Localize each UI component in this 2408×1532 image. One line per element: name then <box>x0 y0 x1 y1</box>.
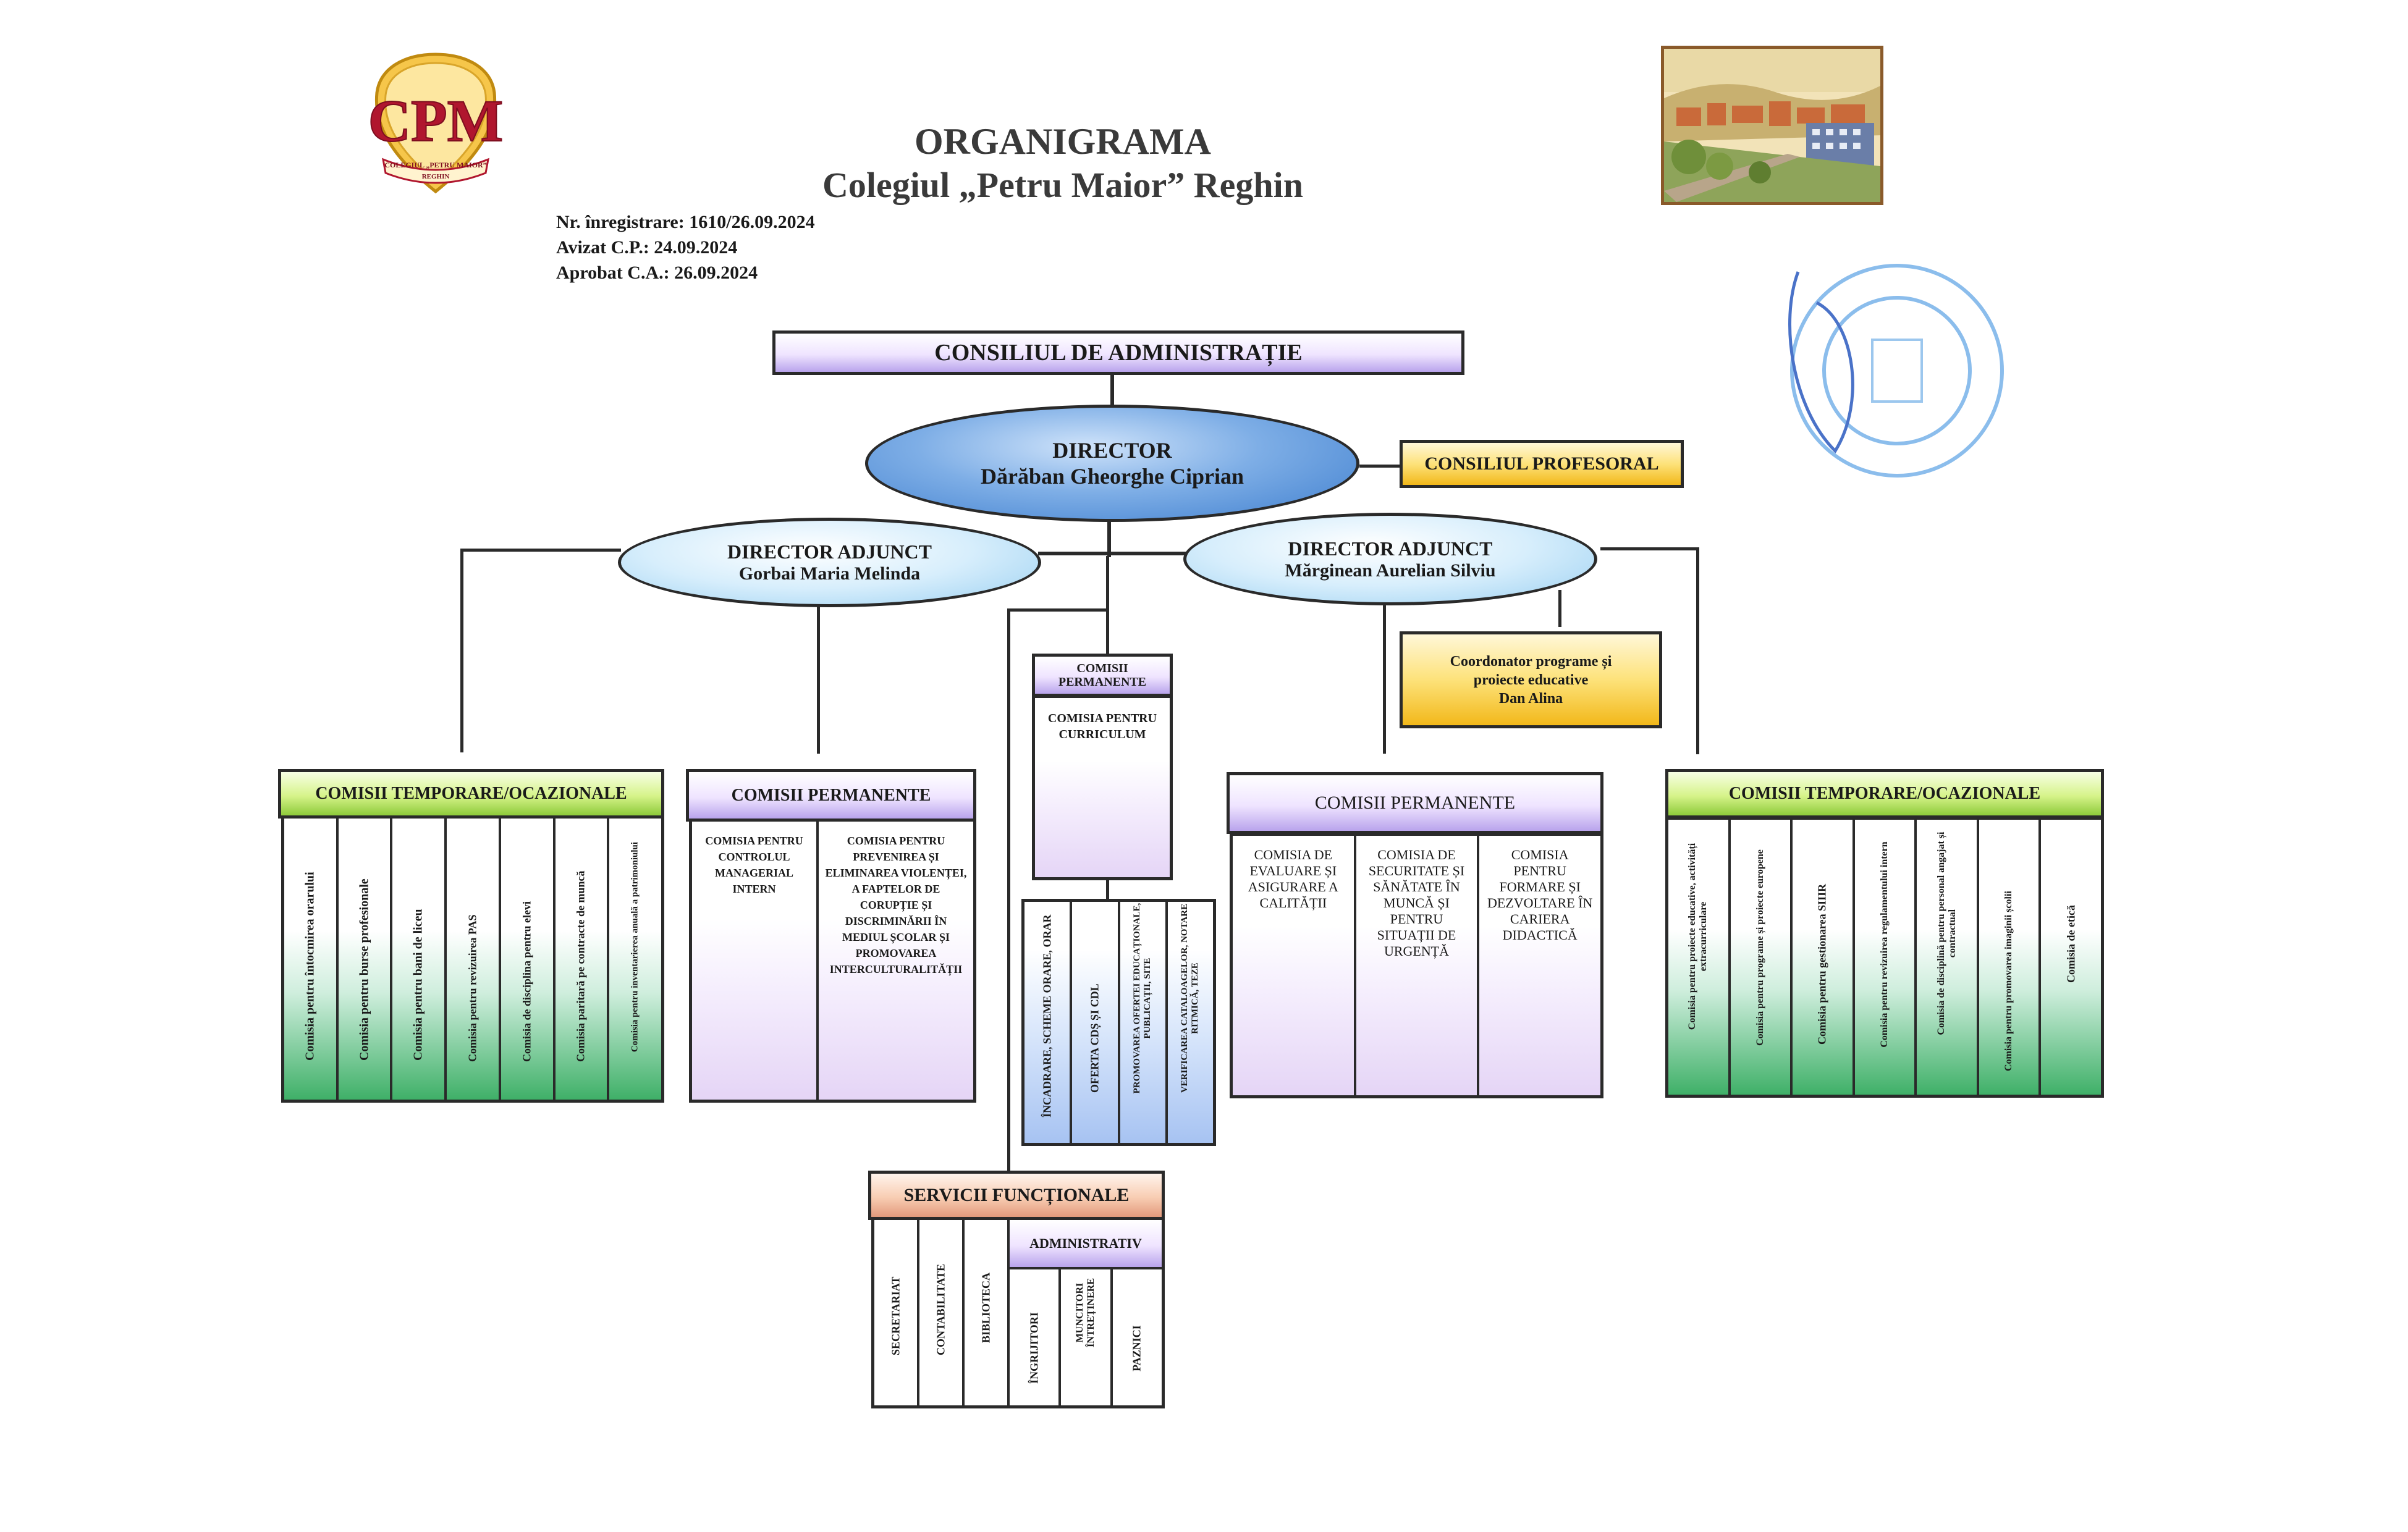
school-logo: CPM COLEGIUL „PETRU MAIOR” REGHIN <box>365 49 507 198</box>
perm-committees-center-header: COMISII PERMANENTE <box>1032 654 1173 697</box>
coordinator-name: Dan Alina <box>1498 690 1563 707</box>
committee-column: Comisia pentru proiecte educative, activ… <box>1668 820 1731 1095</box>
subcommittee-column: PROMOVAREA OFERTEI EDUCAȚIONALE, PUBLICA… <box>1120 902 1168 1143</box>
committee-column: Comisia pentru programe și proiecte euro… <box>1730 820 1793 1095</box>
perm-committees-right-panel: COMISIA DE EVALUARE ȘI ASIGURARE A CALIT… <box>1230 833 1603 1098</box>
subcommittee-column: ÎNCADRARE, SCHEME ORARE, ORAR <box>1024 902 1073 1143</box>
deputy-right-title: DIRECTOR ADJUNCT <box>1288 537 1493 560</box>
committee-column: Comisia pentru bani de liceu <box>392 819 447 1100</box>
committee-column: COMISIA PENTRU PREVENIREA ȘI ELIMINAREA … <box>819 822 973 1100</box>
director-title: DIRECTOR <box>1052 438 1172 463</box>
connector <box>1696 547 1699 754</box>
service-column: CONTABILITATE <box>919 1220 965 1405</box>
committee-column: Comisia de etică <box>2041 820 2102 1095</box>
committee-column: COMISIA DE EVALUARE ȘI ASIGURARE A CALIT… <box>1233 836 1356 1095</box>
avizat-date: Avizat C.P.: 24.09.2024 <box>556 237 738 258</box>
page-title: ORGANIGRAMA <box>915 121 1211 162</box>
curriculum-subcommittees-panel: ÎNCADRARE, SCHEME ORARE, ORAR OFERTA CDȘ… <box>1021 899 1216 1146</box>
connector <box>460 549 621 552</box>
aprobat-date: Aprobat C.A.: 26.09.2024 <box>556 263 758 283</box>
committee-column: Comisia pentru burse profesionale <box>338 819 393 1100</box>
curriculum-committee-label: COMISIA PENTRU CURRICULUM <box>1047 712 1157 741</box>
perm-committees-left-panel: COMISIA PENTRU CONTROLUL MANAGERIAL INTE… <box>689 819 976 1103</box>
services-header: SERVICII FUNCȚIONALE <box>868 1171 1165 1220</box>
deputy-left-name: Gorbai Maria Melinda <box>738 563 921 584</box>
coordinator-line2: proiecte educative <box>1473 671 1589 688</box>
director-node: DIRECTOR Dărăban Gheorghe Ciprian <box>865 405 1359 522</box>
connector <box>460 549 463 752</box>
administrative-group: ADMINISTRATIV ÎNGRIJITORI MUNCITORI ÎNTR… <box>1010 1220 1162 1405</box>
logo-city-text: REGHIN <box>421 173 450 180</box>
curriculum-committee-panel: COMISIA PENTRU CURRICULUM <box>1032 695 1173 880</box>
teachers-council: CONSILIUL PROFESORAL <box>1400 440 1684 488</box>
temp-committees-left-panel: Comisia pentru întocmirea orarului Comis… <box>281 815 664 1103</box>
school-painting <box>1661 46 1883 205</box>
administrative-header: ADMINISTRATIV <box>1010 1220 1162 1269</box>
registration-number: Nr. înregistrare: 1610/26.09.2024 <box>556 212 815 232</box>
deputy-right-name: Mărginean Aurelian Silviu <box>1285 560 1496 581</box>
director-name: Dărăban Gheorghe Ciprian <box>980 464 1244 489</box>
committee-column: Comisia pentru revizuirea PAS <box>447 819 501 1100</box>
service-column: PAZNICI <box>1130 1325 1143 1371</box>
committee-column: Comisia pentru inventarierea anuală a pa… <box>609 819 662 1100</box>
committee-column: Comisia paritară pe contracte de muncă <box>555 819 610 1100</box>
connector <box>1106 880 1109 902</box>
service-column: MUNCITORI ÎNTREȚINERE <box>1061 1269 1113 1405</box>
connector <box>1007 608 1109 612</box>
committee-column: COMISIA PENTRU CONTROLUL MANAGERIAL INTE… <box>692 822 819 1100</box>
committee-column: Comisia de disciplina pentru elevi <box>501 819 556 1100</box>
stamp-ring-text: ROMÂNIA • MINISTERUL EDUCAȚIEI • COLEGIU… <box>1786 482 2008 489</box>
connector <box>1558 590 1561 627</box>
committee-column: Comisia pentru gestionarea SIIIR <box>1793 820 1855 1095</box>
committee-column: Comisia de disciplină pentru personal an… <box>1917 820 1979 1095</box>
perm-committees-right-header: COMISII PERMANENTE <box>1227 772 1603 834</box>
deputy-left-title: DIRECTOR ADJUNCT <box>727 541 932 563</box>
official-stamp: ROMÂNIA • MINISTERUL EDUCAȚIEI • COLEGIU… <box>1761 247 2033 494</box>
committee-column: Comisia pentru revizuirea regulamentului… <box>1854 820 1917 1095</box>
connector <box>1110 375 1114 406</box>
committee-column: COMISIA DE SECURITATE ȘI SĂNĂTATE ÎN MUN… <box>1356 836 1480 1095</box>
coordinator-line1: Coordonator programe și <box>1450 653 1612 670</box>
connector <box>1383 605 1386 754</box>
connector <box>1600 547 1699 550</box>
coordinator-box: Coordonator programe și proiecte educati… <box>1400 631 1662 728</box>
temp-committees-right-header: COMISII TEMPORARE/OCAZIONALE <box>1665 769 2104 819</box>
temp-committees-left-header: COMISII TEMPORARE/OCAZIONALE <box>278 769 664 819</box>
subcommittee-column: OFERTA CDȘ ȘI CDL <box>1072 902 1120 1143</box>
temp-committees-right-panel: Comisia pentru proiecte educative, activ… <box>1665 817 2104 1098</box>
service-column: BIBLIOTECA <box>965 1220 1010 1405</box>
deputy-director-right: DIRECTOR ADJUNCT Mărginean Aurelian Silv… <box>1183 513 1597 605</box>
connector <box>817 602 820 754</box>
service-column: SECRETARIAT <box>874 1220 919 1405</box>
deputy-director-left: DIRECTOR ADJUNCT Gorbai Maria Melinda <box>618 518 1041 607</box>
administration-council: CONSILIUL DE ADMINISTRAȚIE <box>772 330 1464 375</box>
logo-ribbon-text: COLEGIUL „PETRU MAIOR” <box>384 161 487 169</box>
committee-column: Comisia pentru promovarea imaginii școli… <box>1979 820 2042 1095</box>
committee-column: COMISIA PENTRU FORMARE ȘI DEZVOLTARE ÎN … <box>1479 836 1601 1095</box>
perm-committees-left-header: COMISII PERMANENTE <box>686 769 976 822</box>
svg-text:CPM: CPM <box>368 88 504 154</box>
service-column: ÎNGRIJITORI <box>1010 1269 1062 1405</box>
connector <box>1038 552 1193 555</box>
connector <box>1107 520 1111 557</box>
connector <box>1359 465 1409 468</box>
subcommittee-column: VERIFICAREA CATALOAGELOR, NOTARE RITMICĂ… <box>1167 902 1213 1143</box>
committee-column: Comisia pentru întocmirea orarului <box>284 819 339 1100</box>
page-subtitle: Colegiul „Petru Maior” Reghin <box>822 165 1304 205</box>
connector <box>1106 556 1109 655</box>
connector <box>1007 608 1010 1177</box>
services-panel: SECRETARIAT CONTABILITATE BIBLIOTECA ADM… <box>871 1217 1165 1408</box>
